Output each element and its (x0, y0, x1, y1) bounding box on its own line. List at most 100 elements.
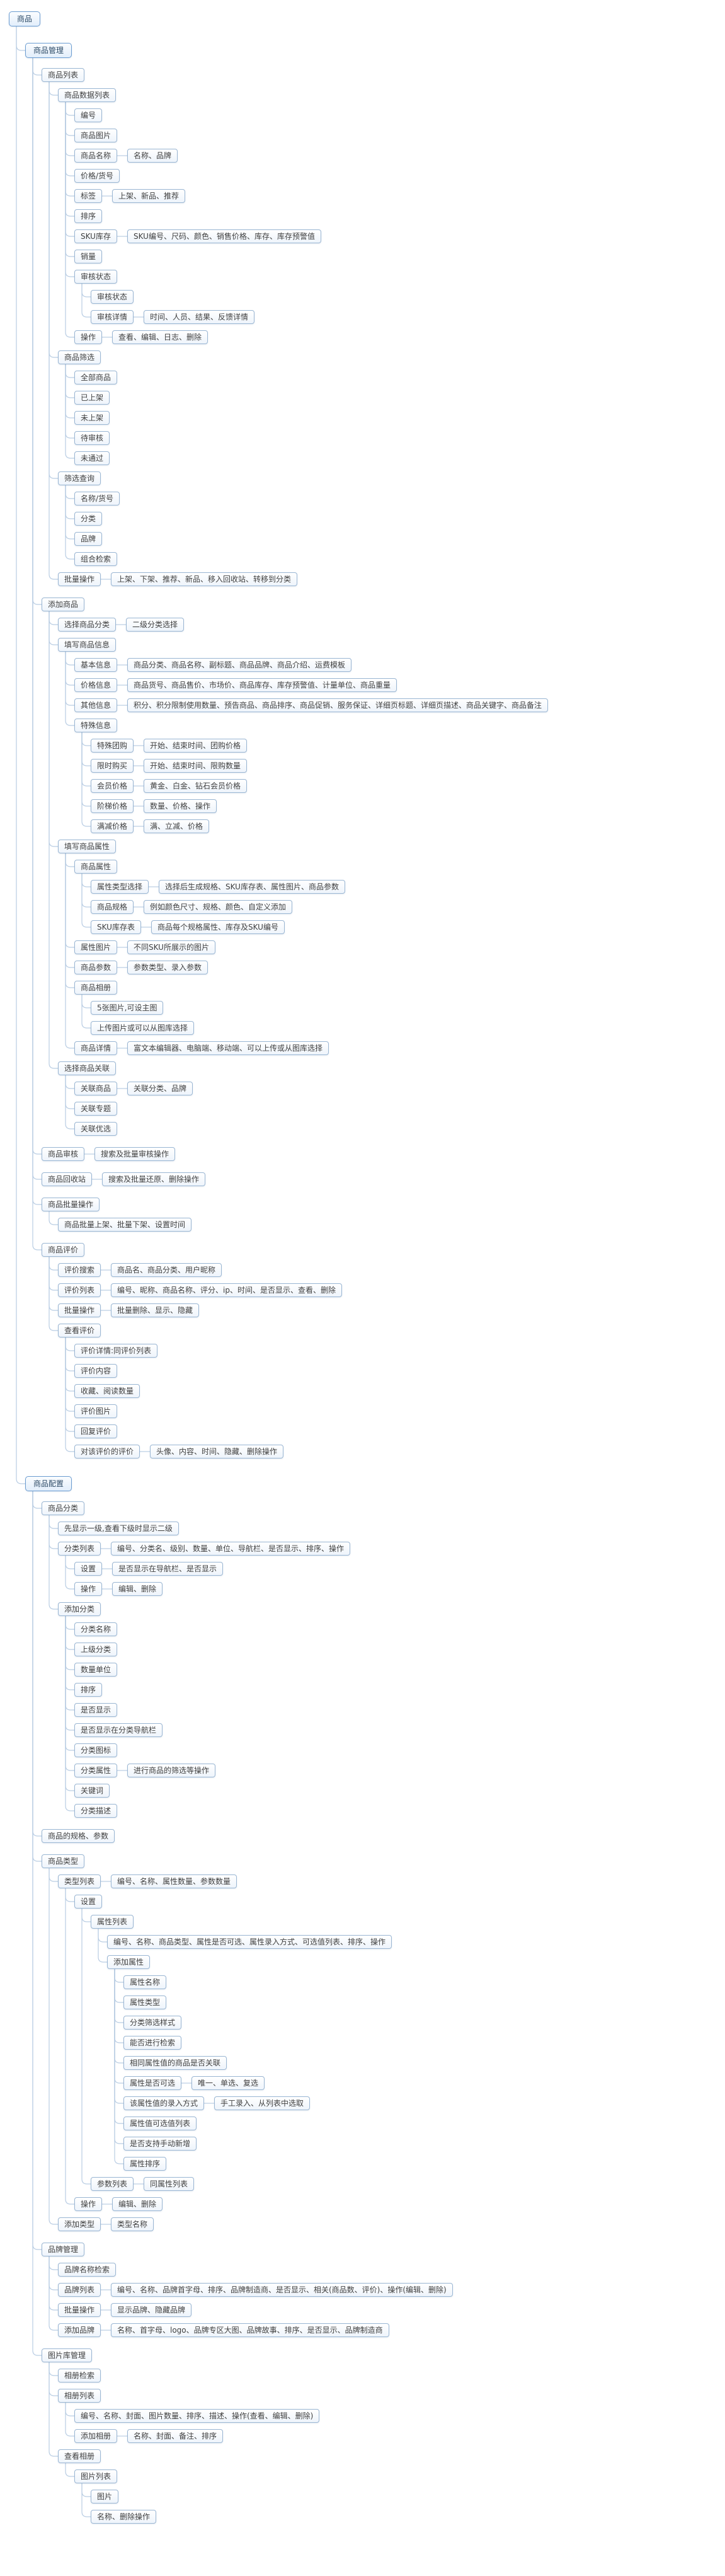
mindmap-note[interactable]: 商品货号、商品售价、市场价、商品库存、库存预警值、计量单位、商品重量 (127, 678, 397, 692)
mindmap-node[interactable]: 其他信息 (74, 698, 118, 712)
mindmap-note[interactable]: 名称、首字母、logo、品牌专区大图、品牌故事、排序、是否显示、品牌制造商 (111, 2323, 389, 2337)
mindmap-note[interactable]: 搜索及批量审核操作 (94, 1147, 176, 1161)
mindmap-node[interactable]: 添加分类 (58, 1602, 101, 1616)
mindmap-node[interactable]: 品牌名称检索 (58, 2263, 117, 2277)
mindmap-node[interactable]: 排序 (74, 1683, 103, 1697)
mindmap-node[interactable]: 5张图片,可设主图 (91, 1001, 164, 1015)
mindmap-note[interactable]: 手工录入、从列表中选取 (214, 2096, 311, 2110)
mindmap-note[interactable]: 商品每个规格属性、库存及SKU编号 (151, 920, 285, 934)
mindmap-node[interactable]: 商品审核 (42, 1147, 85, 1161)
mindmap-node[interactable]: 添加商品 (42, 598, 85, 611)
mindmap-node[interactable]: 分类图标 (74, 1743, 118, 1757)
mindmap-note[interactable]: 上架、下架、推荐、新品、移入回收站、转移到分类 (111, 572, 298, 586)
mindmap-node[interactable]: 分类名称 (74, 1622, 118, 1636)
mindmap-node[interactable]: 操作 (74, 330, 103, 344)
mindmap-node[interactable]: 待审核 (74, 431, 110, 445)
mindmap-node[interactable]: 商品类型 (42, 1854, 85, 1868)
mindmap-node[interactable]: 商品管理 (25, 43, 72, 58)
mindmap-note[interactable]: 搜索及批量还原、删除操作 (102, 1172, 206, 1186)
mindmap-node[interactable]: 商品相册 (74, 981, 118, 995)
mindmap-node[interactable]: 审核状态 (91, 290, 134, 304)
mindmap-node[interactable]: 特殊信息 (74, 719, 118, 732)
mindmap-node[interactable]: 商品图片 (74, 129, 118, 142)
mindmap-note[interactable]: 商品分类、商品名称、副标题、商品品牌、商品介绍、运费模板 (127, 658, 352, 672)
mindmap-node[interactable]: 未上架 (74, 411, 110, 425)
mindmap-node[interactable]: 已上架 (74, 391, 110, 405)
mindmap-node[interactable]: 能否进行检索 (123, 2036, 182, 2050)
mindmap-node[interactable]: 排序 (74, 209, 103, 223)
mindmap-note[interactable]: 数量、价格、操作 (144, 799, 217, 813)
mindmap-node[interactable]: 关联商品 (74, 1082, 118, 1095)
mindmap-node[interactable]: 上级分类 (74, 1643, 118, 1656)
mindmap-node[interactable]: 批量操作 (58, 1303, 101, 1317)
mindmap-note[interactable]: 类型名称 (111, 2217, 154, 2231)
mindmap-node[interactable]: 分类属性 (74, 1764, 118, 1777)
mindmap-node[interactable]: 品牌 (74, 532, 103, 546)
mindmap-note[interactable]: 例如颜色尺寸、规格、颜色、自定义添加 (144, 900, 293, 914)
mindmap-node[interactable]: 满减价格 (91, 819, 134, 833)
mindmap-node[interactable]: 商品详情 (74, 1041, 118, 1055)
mindmap-note[interactable]: 关联分类、品牌 (127, 1082, 193, 1095)
mindmap-node[interactable]: 查看评价 (58, 1324, 101, 1337)
mindmap-node[interactable]: 收藏、阅读数量 (74, 1384, 140, 1398)
mindmap-note[interactable]: 头像、内容、时间、隐藏、删除操作 (150, 1445, 284, 1458)
mindmap-note[interactable]: 同属性列表 (144, 2177, 195, 2191)
mindmap-note[interactable]: 编辑、删除 (112, 1582, 163, 1596)
mindmap-note[interactable]: 开始、结束时间、限购数量 (144, 759, 248, 773)
mindmap-node[interactable]: 关联专题 (74, 1102, 118, 1116)
mindmap-node[interactable]: 设置 (74, 1895, 103, 1909)
mindmap-node[interactable]: 操作 (74, 2197, 103, 2211)
mindmap-note[interactable]: 编号、名称、属性数量、参数数量 (111, 1874, 237, 1888)
mindmap-node[interactable]: 批量操作 (58, 2303, 101, 2317)
mindmap-node[interactable]: 评价列表 (58, 1283, 101, 1297)
mindmap-node[interactable]: 商品名称 (74, 149, 118, 163)
mindmap-node[interactable]: 会员价格 (91, 779, 134, 793)
mindmap-note[interactable]: 唯一、单选、复选 (191, 2076, 265, 2090)
mindmap-note[interactable]: 开始、结束时间、团购价格 (144, 739, 248, 753)
mindmap-node[interactable]: 参数列表 (91, 2177, 134, 2191)
mindmap-node[interactable]: 相同属性值的商品是否关联 (123, 2056, 227, 2070)
mindmap-node[interactable]: 分类 (74, 512, 103, 526)
mindmap-node[interactable]: 商品筛选 (58, 350, 101, 364)
mindmap-note[interactable]: 名称、封面、备注、排序 (127, 2429, 224, 2443)
mindmap-node[interactable]: 名称/货号 (74, 492, 120, 505)
mindmap-note[interactable]: 是否显示在导航栏、是否显示 (112, 1562, 224, 1576)
mindmap-node[interactable]: 名称、删除操作 (91, 2510, 157, 2524)
mindmap-note[interactable]: 选择后生成规格、SKU库存表、属性图片、商品参数 (159, 880, 345, 894)
mindmap-node[interactable]: 分类筛选样式 (123, 2016, 182, 2030)
mindmap-node[interactable]: 属性是否可选 (123, 2076, 182, 2090)
mindmap-node[interactable]: 组合检索 (74, 552, 118, 566)
mindmap-node[interactable]: 编号、名称、封面、图片数量、排序、描述、操作(查看、编辑、删除) (74, 2409, 320, 2423)
mindmap-node[interactable]: 评价图片 (74, 1404, 118, 1418)
mindmap-node[interactable]: 该属性值的录入方式 (123, 2096, 205, 2110)
mindmap-node[interactable]: 批量操作 (58, 572, 101, 586)
mindmap-note[interactable]: 时间、人员、结果、反馈详情 (144, 310, 255, 324)
mindmap-node[interactable]: 价格/货号 (74, 169, 120, 183)
mindmap-node[interactable]: 类型列表 (58, 1874, 101, 1888)
mindmap-node[interactable]: 筛选查询 (58, 471, 101, 485)
mindmap-node[interactable]: 属性列表 (91, 1915, 134, 1929)
mindmap-node[interactable]: 审核状态 (74, 270, 118, 284)
mindmap-node[interactable]: 关联优选 (74, 1122, 118, 1136)
mindmap-note[interactable]: 编号、名称、品牌首字母、排序、品牌制造商、是否显示、相关(商品数、评价)、操作(… (111, 2283, 453, 2297)
mindmap-note[interactable]: 编号、昵称、商品名称、评分、ip、时间、是否显示、查看、删除 (111, 1283, 342, 1297)
mindmap-note[interactable]: 显示品牌、隐藏品牌 (111, 2303, 192, 2317)
mindmap-node[interactable]: 审核详情 (91, 310, 134, 324)
mindmap-node[interactable]: 商品属性 (74, 860, 118, 874)
mindmap-note[interactable]: 积分、积分限制使用数量、预告商品、商品排序、商品促销、服务保证、详细页标题、详细… (127, 698, 549, 712)
mindmap-node[interactable]: 评价搜索 (58, 1263, 101, 1277)
mindmap-node[interactable]: 属性排序 (123, 2157, 167, 2171)
mindmap-node[interactable]: 设置 (74, 1562, 103, 1576)
mindmap-node[interactable]: 分类列表 (58, 1542, 101, 1556)
mindmap-note[interactable]: 富文本编辑器、电脑端、移动端、可以上传或从图库选择 (127, 1041, 329, 1055)
mindmap-node[interactable]: 是否支持手动新增 (123, 2137, 197, 2151)
mindmap-note[interactable]: 上架、新品、推荐 (112, 189, 186, 203)
mindmap-node[interactable]: 商品批量上架、批量下架、设置时间 (58, 1218, 192, 1232)
mindmap-root-node[interactable]: 商品 (9, 11, 41, 26)
mindmap-node[interactable]: 商品评价 (42, 1243, 85, 1257)
mindmap-node[interactable]: 选择商品关联 (58, 1061, 117, 1075)
mindmap-node[interactable]: 属性名称 (123, 1975, 167, 1989)
mindmap-node[interactable]: 商品参数 (74, 961, 118, 974)
mindmap-node[interactable]: 销量 (74, 250, 103, 263)
mindmap-node[interactable]: 属性类型 (123, 1996, 167, 2009)
